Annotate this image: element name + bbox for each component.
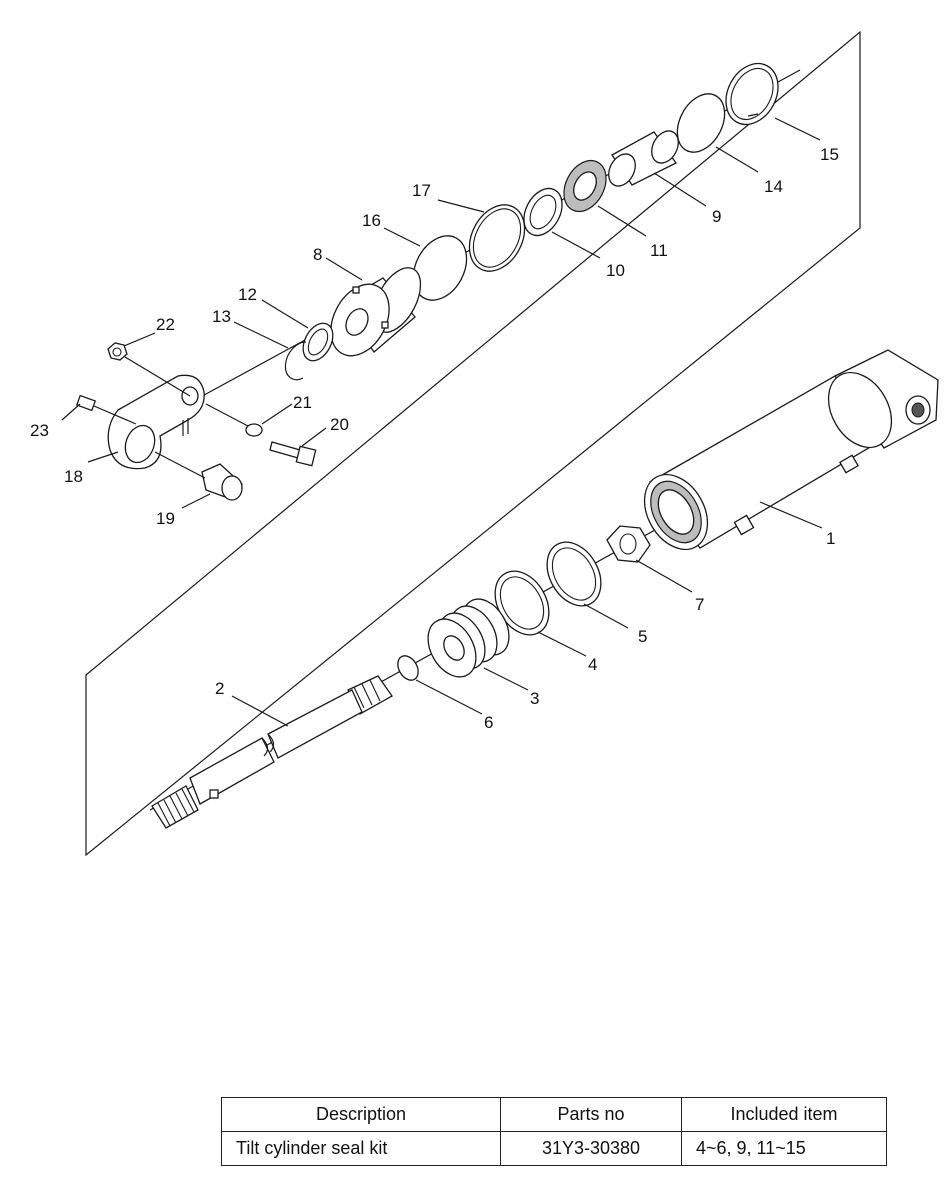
callout-5: 5 xyxy=(638,627,647,646)
callout-20: 20 xyxy=(330,415,349,434)
column-header-parts-no: Parts no xyxy=(500,1097,682,1132)
callout-4: 4 xyxy=(588,655,597,674)
callout-9: 9 xyxy=(712,207,721,226)
callout-19: 19 xyxy=(156,509,175,528)
part-9-bushing xyxy=(608,130,679,187)
callout-2: 2 xyxy=(215,679,224,698)
callout-1: 1 xyxy=(826,529,835,548)
callout-labels: 1 2 3 4 5 6 7 8 9 10 11 12 13 14 15 16 1… xyxy=(30,145,839,732)
callout-16: 16 xyxy=(362,211,381,230)
callout-15: 15 xyxy=(820,145,839,164)
cell-description: Tilt cylinder seal kit xyxy=(221,1131,501,1166)
callout-8: 8 xyxy=(313,245,322,264)
part-22-nut xyxy=(107,342,128,361)
callout-17: 17 xyxy=(412,181,431,200)
part-6-o-ring xyxy=(397,655,419,681)
column-header-description: Description xyxy=(221,1097,501,1132)
leader-lines xyxy=(61,117,823,727)
callout-14: 14 xyxy=(764,177,783,196)
callout-22: 22 xyxy=(156,315,175,334)
part-20-bolt xyxy=(269,441,317,467)
part-18-rod-eye xyxy=(107,374,205,470)
part-8-rod-cover xyxy=(330,267,422,357)
callout-7: 7 xyxy=(695,595,704,614)
part-11-dust-wiper xyxy=(563,159,607,213)
callout-12: 12 xyxy=(238,285,257,304)
callout-3: 3 xyxy=(530,689,539,708)
part-12-ring xyxy=(302,322,334,362)
callout-6: 6 xyxy=(484,713,493,732)
part-3-piston xyxy=(427,598,510,678)
part-7-nut xyxy=(606,525,651,563)
exploded-parts-diagram: 1 2 3 4 5 6 7 8 9 10 11 12 13 14 15 16 1… xyxy=(30,30,939,857)
callout-21: 21 xyxy=(293,393,312,412)
table-header-row: Description Parts no Included item xyxy=(221,1097,887,1132)
part-17-backup-ring xyxy=(468,204,526,272)
callout-23: 23 xyxy=(30,421,49,440)
part-1-cylinder-tube xyxy=(643,349,939,551)
part-10-rod-seal xyxy=(523,187,563,237)
callout-13: 13 xyxy=(212,307,231,326)
cell-included-item: 4~6, 9, 11~15 xyxy=(681,1131,887,1166)
column-header-included-item: Included item xyxy=(681,1097,887,1132)
callout-11: 11 xyxy=(650,241,668,260)
part-5-backup-ring xyxy=(546,541,602,607)
callout-18: 18 xyxy=(64,467,83,486)
cell-parts-no: 31Y3-30380 xyxy=(500,1131,682,1166)
table-row: Tilt cylinder seal kit 31Y3-30380 4~6, 9… xyxy=(221,1131,887,1166)
callout-10: 10 xyxy=(606,261,625,280)
part-16-o-ring xyxy=(412,235,468,301)
part-19-bushing xyxy=(201,463,243,501)
part-23-grease-nipple xyxy=(75,394,137,425)
seal-kit-table: Description Parts no Included item Tilt … xyxy=(221,1097,887,1166)
part-15-retaining-ring xyxy=(725,62,779,126)
part-21-washer xyxy=(245,423,263,437)
assembly-frame xyxy=(85,30,861,857)
part-2-piston-rod xyxy=(151,675,393,829)
part-13-snap-ring xyxy=(284,341,307,381)
part-14-o-ring xyxy=(676,93,726,153)
